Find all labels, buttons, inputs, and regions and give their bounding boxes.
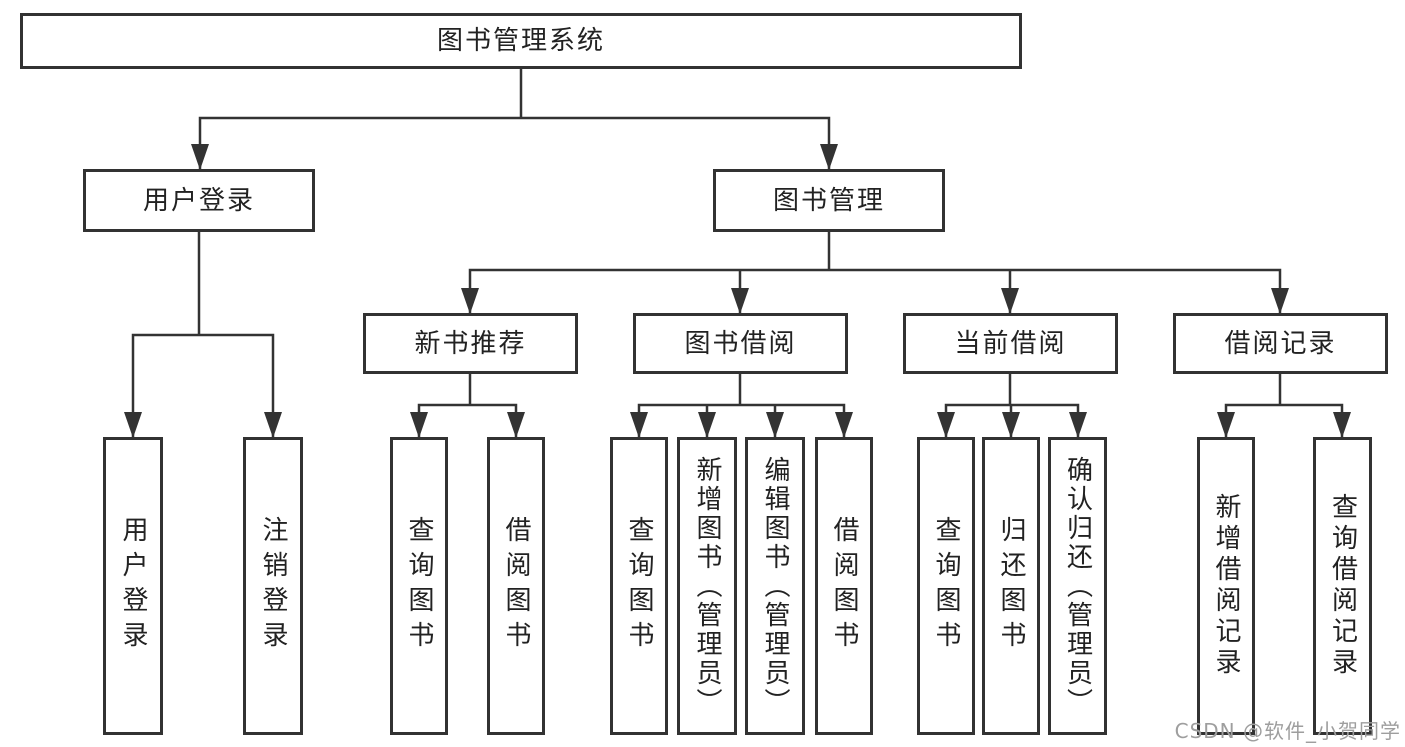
- node-label: 图书借阅: [684, 328, 797, 359]
- arrowhead-icons: [124, 144, 1351, 438]
- leaf-label: 新增借阅记录: [1211, 493, 1241, 679]
- leaf-edit-books-admin: 编辑图书（管理员）: [745, 437, 805, 735]
- leaf-add-borrow-record: 新增借阅记录: [1197, 437, 1255, 735]
- leaf-query-borrow-record: 查询借阅记录: [1313, 437, 1372, 735]
- leaf-borrow-books-2: 借阅图书: [815, 437, 873, 735]
- node-label: 当前借阅: [954, 328, 1067, 359]
- node-user-login-group: 用户登录: [83, 169, 315, 232]
- node-label: 用户登录: [142, 185, 255, 216]
- leaf-label: 注销登录: [258, 516, 288, 656]
- leaf-label: 编辑图书（管理员）: [760, 455, 790, 717]
- leaf-label: 查询图书: [624, 516, 654, 656]
- node-book-borrowing: 图书借阅: [633, 313, 848, 374]
- node-current-borrowing: 当前借阅: [903, 313, 1118, 374]
- leaf-label: 查询图书: [931, 516, 961, 656]
- leaf-label: 借阅图书: [829, 516, 859, 656]
- leaf-query-books-3: 查询图书: [917, 437, 975, 735]
- leaf-label: 新增图书（管理员）: [692, 455, 722, 717]
- leaf-return-books: 归还图书: [982, 437, 1040, 735]
- node-label: 新书推荐: [414, 328, 527, 359]
- node-label: 图书管理: [772, 185, 885, 216]
- leaf-label: 归还图书: [996, 516, 1026, 656]
- node-borrowing-records: 借阅记录: [1173, 313, 1388, 374]
- leaf-query-books-1: 查询图书: [390, 437, 448, 735]
- leaf-query-books-2: 查询图书: [610, 437, 668, 735]
- leaf-label: 确认归还（管理员）: [1062, 455, 1093, 717]
- node-book-management-group: 图书管理: [713, 169, 945, 232]
- leaf-user-login: 用户登录: [103, 437, 163, 735]
- leaf-borrow-books-1: 借阅图书: [487, 437, 545, 735]
- csdn-watermark: CSDN @软件_小贺同学: [1174, 719, 1401, 743]
- leaf-label: 用户登录: [118, 516, 148, 656]
- node-root-system: 图书管理系统: [20, 13, 1022, 69]
- leaf-confirm-return-admin: 确认归还（管理员）: [1048, 437, 1107, 735]
- leaf-add-books-admin: 新增图书（管理员）: [677, 437, 737, 735]
- node-root-label: 图书管理系统: [436, 26, 605, 56]
- node-new-book-recommend: 新书推荐: [363, 313, 578, 374]
- node-label: 借阅记录: [1224, 328, 1337, 359]
- leaf-label: 查询图书: [404, 516, 434, 656]
- leaf-logout: 注销登录: [243, 437, 303, 735]
- leaf-label: 借阅图书: [501, 516, 531, 656]
- leaf-label: 查询借阅记录: [1327, 493, 1358, 679]
